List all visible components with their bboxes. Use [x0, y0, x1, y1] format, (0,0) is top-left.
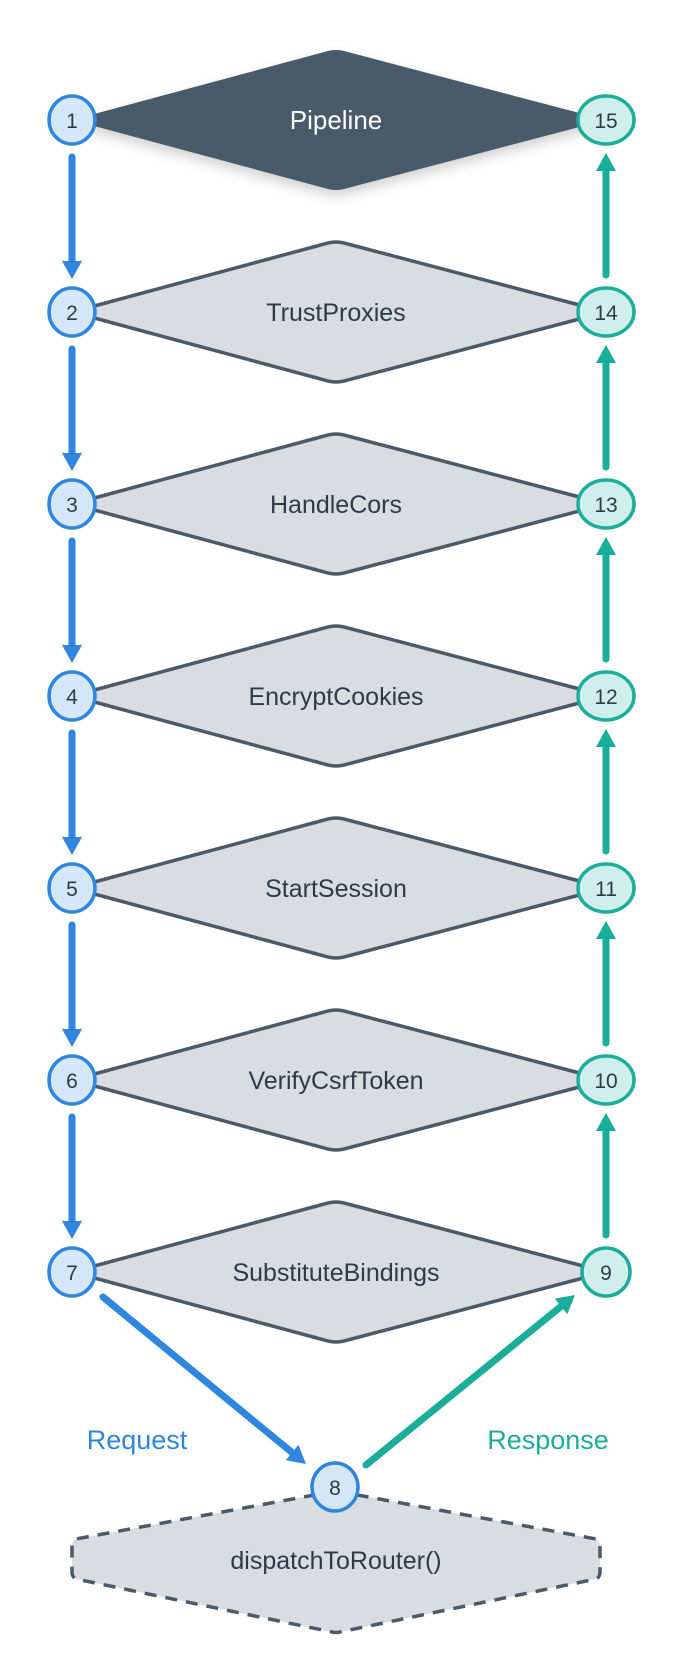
- stage-label: VerifyCsrfToken: [248, 1067, 423, 1095]
- response-arrow: [596, 153, 616, 279]
- stage-pipeline: Pipeline: [72, 50, 606, 190]
- step-number: 14: [594, 302, 618, 325]
- step-number: 6: [66, 1070, 78, 1093]
- arrowhead-icon: [596, 1113, 616, 1131]
- step-number: 7: [66, 1262, 78, 1285]
- request-arrow: [62, 1113, 82, 1239]
- request-arrow: [62, 345, 82, 471]
- step-number: 1: [66, 110, 78, 133]
- stage-startsession: StartSession: [70, 816, 608, 960]
- stage-label: HandleCors: [270, 491, 402, 519]
- arrowhead-icon: [285, 1444, 306, 1464]
- request-arrow-to-router: [99, 1293, 306, 1464]
- response-arrow-from-router: [362, 1295, 575, 1469]
- stage-label: Pipeline: [290, 105, 383, 135]
- stage-label: dispatchToRouter(): [230, 1547, 441, 1575]
- stage-shape: [72, 50, 606, 190]
- response-label: Response: [487, 1425, 609, 1455]
- arrowhead-icon: [596, 153, 616, 171]
- request-step-6: 6: [47, 1054, 97, 1106]
- stage-label: StartSession: [265, 875, 407, 903]
- response-step-13: 13: [576, 478, 636, 530]
- step-number: 13: [594, 494, 617, 517]
- arrowhead-icon: [62, 1029, 82, 1047]
- arrowhead-icon: [596, 729, 616, 747]
- arrowhead-icon: [596, 345, 616, 363]
- request-arrow: [62, 729, 82, 855]
- request-arrow: [62, 153, 82, 279]
- arrowhead-icon: [62, 453, 82, 471]
- stage-encryptcookies: EncryptCookies: [70, 624, 608, 768]
- response-step-10: 10: [576, 1054, 636, 1106]
- step-number: 10: [594, 1070, 617, 1093]
- stage-label: TrustProxies: [266, 299, 405, 327]
- request-step-5: 5: [47, 862, 97, 914]
- response-step-12: 12: [576, 670, 636, 722]
- step-number: 4: [66, 686, 78, 709]
- step-number: 11: [595, 878, 617, 901]
- step-number: 8: [329, 1477, 341, 1500]
- request-label: Request: [87, 1425, 188, 1455]
- request-step-8: 8: [310, 1461, 360, 1513]
- stage-shape: [70, 1489, 602, 1635]
- request-step-2: 2: [47, 286, 97, 338]
- arrowhead-icon: [596, 537, 616, 555]
- arrowhead-icon: [62, 1221, 82, 1239]
- response-step-9: 9: [580, 1246, 632, 1298]
- stage-label: SubstituteBindings: [232, 1259, 439, 1287]
- request-step-7: 7: [47, 1246, 97, 1298]
- response-arrow: [596, 729, 616, 855]
- stage-substitutebindings: SubstituteBindings: [70, 1200, 608, 1344]
- response-arrow: [596, 537, 616, 663]
- stage-label: EncryptCookies: [248, 683, 423, 711]
- request-step-1: 1: [47, 94, 97, 146]
- response-step-14: 14: [576, 286, 636, 338]
- response-arrow: [596, 1113, 616, 1239]
- request-arrow: [62, 537, 82, 663]
- response-step-11: 11: [576, 862, 636, 914]
- step-number: 3: [66, 494, 78, 517]
- request-step-4: 4: [47, 670, 97, 722]
- step-number: 9: [600, 1262, 612, 1285]
- arrowhead-icon: [62, 837, 82, 855]
- step-number: 12: [594, 686, 617, 709]
- response-arrow: [596, 345, 616, 471]
- response-arrow: [596, 921, 616, 1047]
- router-dispatch-stage: dispatchToRouter() 8: [70, 1461, 602, 1635]
- stage-trustproxies: TrustProxies: [70, 240, 608, 384]
- stage-handlecors: HandleCors: [70, 432, 608, 576]
- stage-verifycsrftoken: VerifyCsrfToken: [70, 1008, 608, 1152]
- step-number: 15: [594, 110, 617, 133]
- arrowhead-icon: [596, 921, 616, 939]
- arrowhead-icon: [62, 261, 82, 279]
- arrowhead-icon: [554, 1295, 575, 1315]
- step-number: 5: [66, 878, 78, 901]
- arrowhead-icon: [62, 645, 82, 663]
- step-number: 2: [66, 302, 78, 325]
- request-step-3: 3: [47, 478, 97, 530]
- response-step-15: 15: [576, 94, 636, 146]
- request-arrow: [62, 921, 82, 1047]
